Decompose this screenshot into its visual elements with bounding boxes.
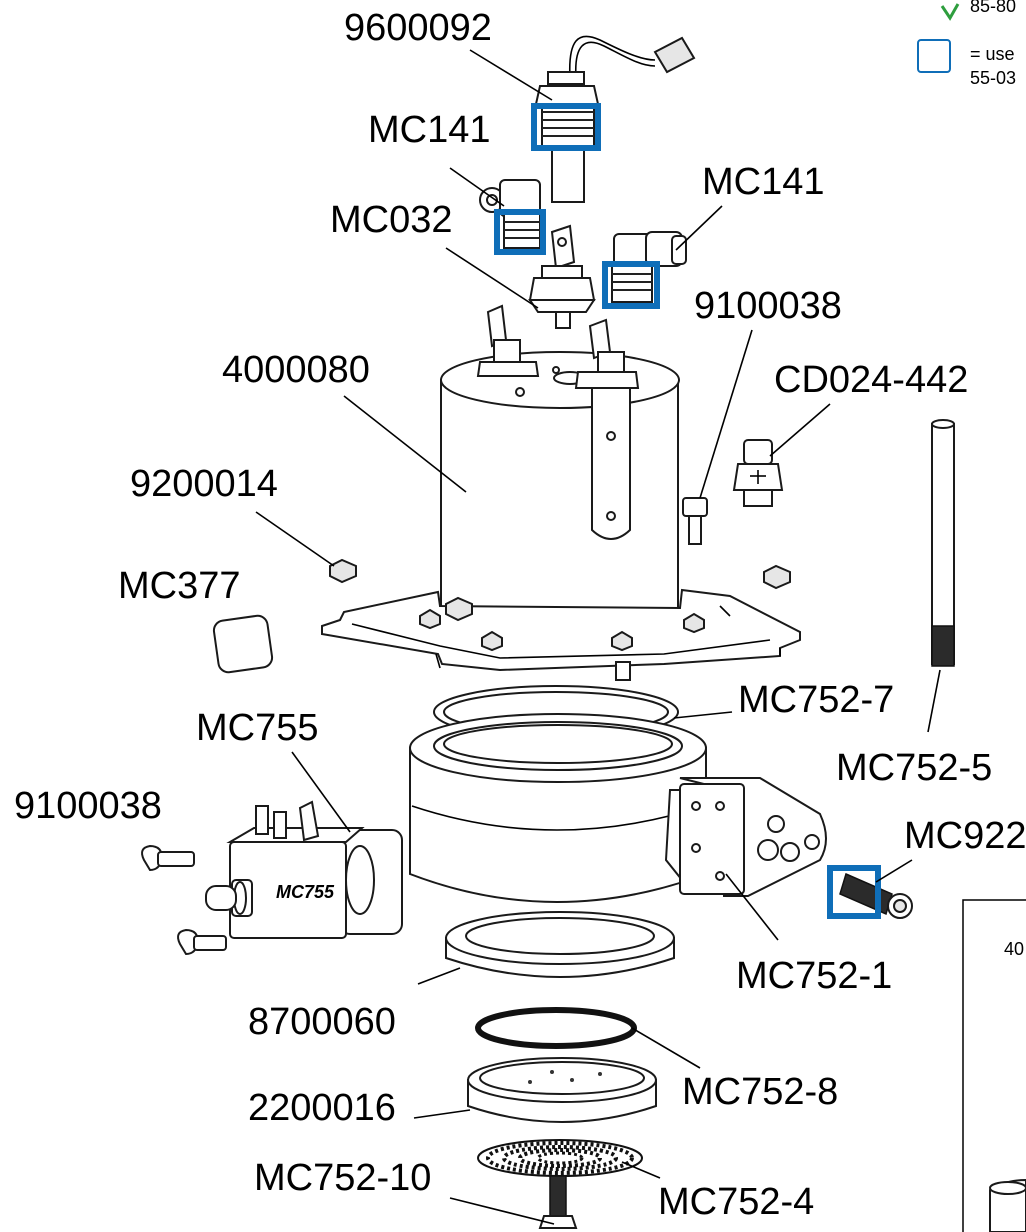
label-mc752-5: MC752-5	[836, 747, 992, 789]
group-body	[409, 713, 827, 903]
screws-9100038-left	[141, 844, 227, 956]
nut-right	[763, 564, 791, 590]
label-cd024-442: CD024-442	[774, 359, 968, 401]
label-mc752-4: MC752-4	[658, 1181, 814, 1223]
fitting-cd024-442	[732, 439, 784, 507]
label-9100038-top: 9100038	[694, 285, 842, 327]
highlight-box	[531, 103, 601, 151]
label-9100038-left: 9100038	[14, 785, 162, 827]
ring-8700060	[445, 911, 675, 978]
label-2200016: 2200016	[248, 1087, 396, 1129]
label-mc032: MC032	[330, 199, 453, 241]
part-labels: 9600092 MC141 MC141 MC032 9100038 400008…	[14, 7, 1026, 1223]
label-mc752-7: MC752-7	[738, 679, 894, 721]
label-mc922: MC922	[904, 815, 1026, 857]
pad-mc377	[212, 614, 274, 674]
screw-mc752-10	[538, 1175, 578, 1229]
inset-label: 40	[1004, 939, 1024, 959]
plug-mc922	[827, 865, 913, 919]
leader-lines	[255, 49, 941, 1225]
solenoid-mc755: MC755	[205, 800, 403, 939]
boiler-4000080	[440, 304, 680, 644]
nut-9200014	[329, 558, 357, 584]
holder-2200016	[467, 1057, 657, 1123]
label-4000080: 4000080	[222, 349, 370, 391]
label-9600092: 9600092	[344, 7, 492, 49]
screw-9100038-top	[682, 497, 708, 545]
label-8700060: 8700060	[248, 1001, 396, 1043]
fitting-mc141-right	[602, 231, 687, 309]
rod-mc752-5	[931, 419, 955, 667]
sensor-9600092	[531, 35, 696, 203]
legend: 85-80 = use 55-03	[917, 0, 1016, 88]
probe-mc032	[528, 224, 596, 329]
fitting-mc141-left	[479, 179, 546, 255]
label-mc141-left: MC141	[368, 109, 491, 151]
check-icon	[940, 3, 960, 21]
label-9200014: 9200014	[130, 463, 278, 505]
label-mc752-8: MC752-8	[682, 1071, 838, 1113]
legend-top-text: 85-80	[970, 0, 1016, 16]
legend-use-text: = use	[970, 44, 1015, 64]
legend-code-text: 55-03	[970, 68, 1016, 88]
solenoid-marking: MC755	[276, 882, 335, 902]
label-mc377: MC377	[118, 565, 241, 607]
inset-panel: 40	[962, 899, 1026, 1232]
label-mc141-right: MC141	[702, 161, 825, 203]
base-plate	[321, 588, 801, 681]
label-mc752-1: MC752-1	[736, 955, 892, 997]
legend-blue-box-icon	[917, 39, 951, 73]
gasket-mc752-8	[475, 1007, 637, 1049]
label-mc755: MC755	[196, 707, 319, 749]
screen-mc752-4	[477, 1139, 643, 1177]
label-mc752-10: MC752-10	[254, 1157, 431, 1199]
